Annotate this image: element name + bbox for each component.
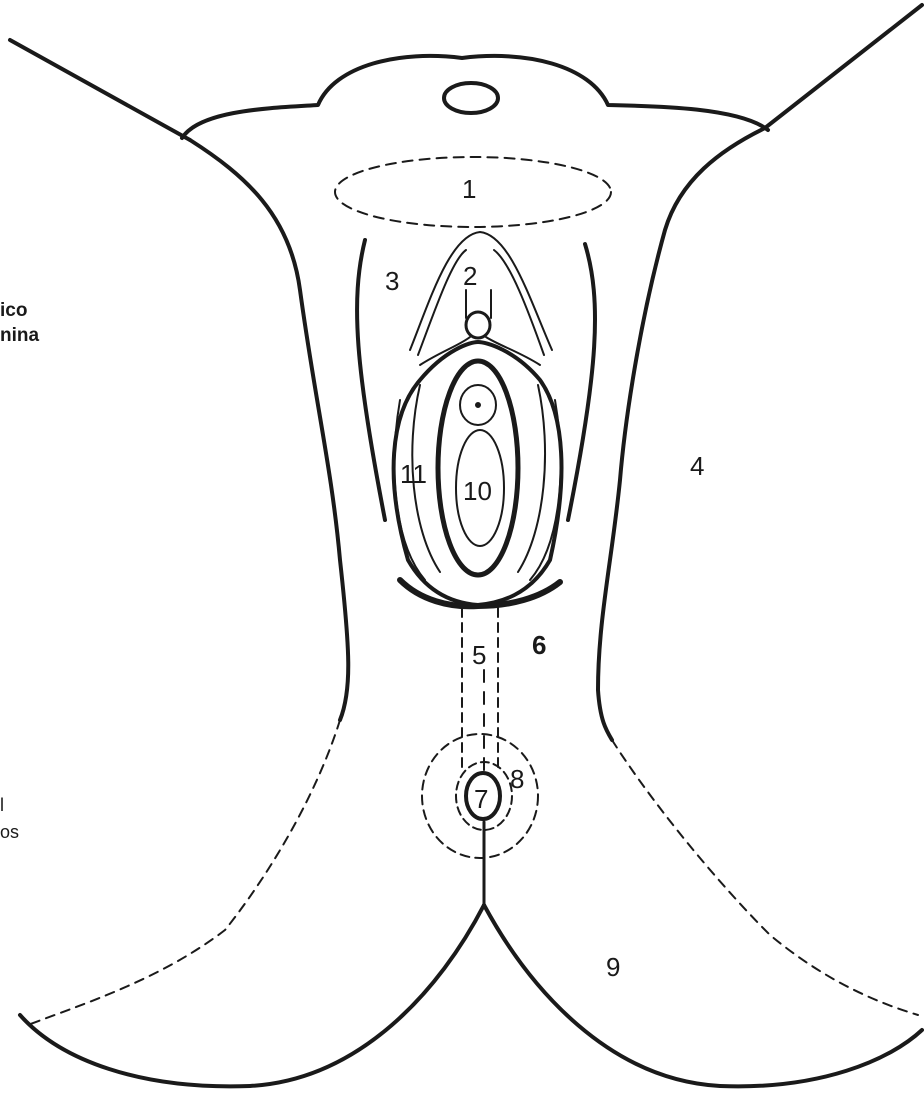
navel (444, 83, 498, 113)
labium-minus-outer-right (530, 400, 561, 580)
clitoral-hood-outer (410, 232, 552, 350)
hood-frenulum-right (486, 337, 540, 365)
left-buttock-boundary (28, 720, 340, 1025)
clitoral-glans (466, 312, 490, 338)
mons-contour (182, 56, 768, 138)
label-9: 9 (606, 952, 620, 982)
label-3: 3 (385, 266, 399, 296)
left-labium-majus (357, 240, 385, 520)
labium-minus-inner-right (518, 385, 545, 572)
hood-frenulum-left (420, 337, 470, 365)
introitus-outer (438, 361, 518, 575)
label-7: 7 (474, 784, 488, 814)
right-thigh-crease (598, 128, 765, 740)
right-leg-outline (765, 5, 922, 128)
right-buttock-boundary (612, 740, 918, 1015)
label-10: 10 (463, 476, 492, 506)
label-6: 6 (532, 630, 546, 660)
right-labium-majus (568, 244, 595, 520)
right-gluteal-curve (484, 905, 922, 1086)
urethral-meatus-dot (476, 403, 481, 408)
label-1: 1 (462, 174, 476, 204)
label-4: 4 (690, 451, 704, 481)
clitoral-hood-inner-right (494, 250, 544, 355)
clitoral-hood-inner-left (418, 250, 466, 355)
label-2: 2 (463, 261, 477, 291)
label-5: 5 (472, 640, 486, 670)
left-gluteal-curve (20, 905, 484, 1086)
left-thigh-crease (190, 140, 348, 720)
left-leg-outline (10, 40, 190, 140)
label-8: 8 (510, 764, 524, 794)
label-11: 11 (400, 459, 427, 489)
